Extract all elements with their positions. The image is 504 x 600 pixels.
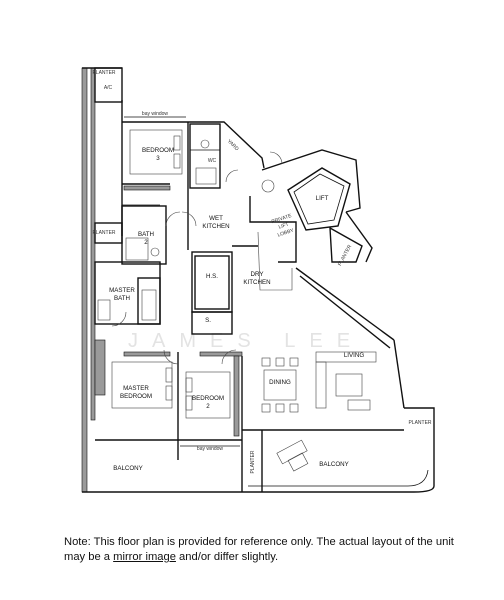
label-living: LIVING bbox=[344, 352, 364, 359]
label-balcony-left: BALCONY bbox=[113, 465, 143, 472]
label-bedroom3: BEDROOM bbox=[142, 147, 174, 154]
label-wet-kitchen-2: KITCHEN bbox=[202, 223, 229, 230]
outer-walls bbox=[81, 67, 435, 493]
label-planter-bottom: PLANTER bbox=[250, 450, 256, 473]
label-wet-kitchen: WET bbox=[209, 215, 223, 222]
label-dry-kitchen-2: KITCHEN bbox=[243, 279, 270, 286]
label-planter-left: PLANTER bbox=[92, 230, 115, 236]
note-mirror-image: mirror image bbox=[113, 551, 176, 563]
label-bedroom3-num: 3 bbox=[156, 155, 160, 162]
label-hs: H.S. bbox=[206, 273, 218, 280]
label-bedroom2: BEDROOM bbox=[192, 395, 224, 402]
note-line1: Note: This floor plan is provided for re… bbox=[64, 536, 454, 548]
label-master-bedroom: MASTER bbox=[123, 385, 149, 392]
label-bay-window-top: bay window bbox=[142, 111, 169, 117]
label-yard: YARD bbox=[226, 138, 240, 152]
label-master-bedroom-2: BEDROOM bbox=[120, 393, 152, 400]
label-dry-kitchen: DRY bbox=[251, 271, 264, 278]
label-s: S. bbox=[205, 317, 211, 324]
note-line2: may be a mirror image and/or differ slig… bbox=[64, 550, 464, 565]
label-lift: LIFT bbox=[316, 195, 329, 202]
label-bath2-num: 2 bbox=[144, 239, 148, 246]
watermark: JAMES LEE bbox=[128, 330, 364, 352]
fixtures bbox=[97, 129, 377, 472]
label-balcony-right: BALCONY bbox=[319, 461, 349, 468]
label-planter-right: PLANTER bbox=[337, 244, 353, 268]
note-line2-prefix: may be a bbox=[64, 551, 114, 563]
label-dining: DINING bbox=[269, 379, 291, 386]
label-master-bath-2: BATH bbox=[114, 295, 130, 302]
label-lobby: LOBBY bbox=[277, 227, 295, 238]
room-labels: A/C PLANTER bay window BEDROOM 3 WC YARD… bbox=[92, 70, 431, 474]
label-master-bath: MASTER bbox=[109, 287, 135, 294]
interior-walls bbox=[94, 123, 363, 460]
label-wc: WC bbox=[208, 158, 217, 164]
label-bedroom2-num: 2 bbox=[206, 403, 210, 410]
disclaimer-note: Note: This floor plan is provided for re… bbox=[64, 535, 464, 565]
label-lift-2: LIFT bbox=[278, 222, 290, 231]
label-ac: A/C bbox=[104, 85, 113, 91]
label-planter-far-right: PLANTER bbox=[408, 420, 431, 426]
note-line2-suffix: and/or differ slightly. bbox=[175, 551, 279, 563]
label-bay-window-bottom: bay window bbox=[197, 446, 224, 452]
label-planter-top: PLANTER bbox=[92, 70, 115, 76]
label-bath2: BATH bbox=[138, 231, 154, 238]
floor-plan: JAMES LEE bbox=[81, 67, 435, 493]
